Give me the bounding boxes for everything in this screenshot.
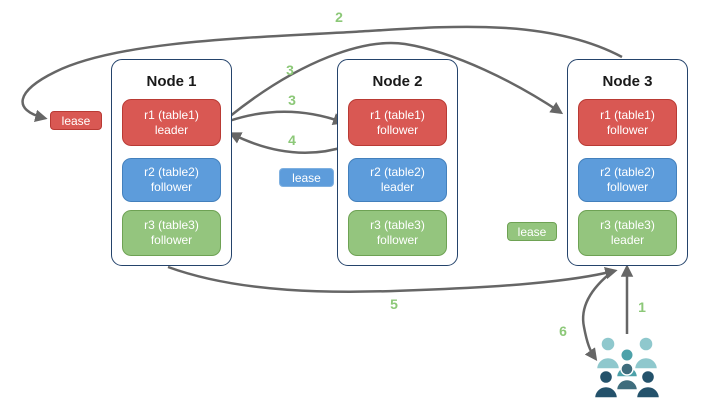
replica-role: follower [376, 233, 419, 247]
arrow-step2-node3-to-lease1 [21, 25, 623, 122]
replica-role: follower [606, 122, 649, 137]
node-3-replica-r1: r1 (table1) follower [578, 99, 677, 146]
node-2-replica-r2: r2 (table2) leader [348, 158, 447, 202]
node-2-title: Node 2 [372, 73, 423, 90]
step-label-6: 6 [559, 323, 567, 339]
step-label-5: 5 [390, 296, 398, 312]
step-label-1: 1 [638, 299, 646, 315]
replica-role: follower [150, 180, 193, 194]
replica-role: follower [150, 233, 193, 247]
node-1-replica-r1: r1 (table1) leader [122, 99, 221, 146]
step-label-3a: 3 [286, 62, 294, 78]
lease-badge-r2: lease [279, 168, 334, 187]
node-3-replica-r2: r2 (table2) follower [578, 158, 677, 202]
node-3-title: Node 3 [602, 73, 653, 90]
lease-badge-r1: lease [50, 111, 102, 130]
replica-name: r3 (table3) [144, 218, 199, 232]
node-1-title: Node 1 [146, 73, 197, 90]
step-label-3b: 3 [288, 92, 296, 108]
replica-role: leader [610, 233, 645, 247]
replica-name: r1 (table1) [370, 107, 425, 122]
arrow-step6-leader-to-users [581, 270, 614, 362]
step-label-2: 2 [335, 9, 343, 25]
arrow-step4-follower-ack-to-leader [228, 132, 348, 154]
node-2: Node 2 r1 (table1) follower r2 (table2) … [337, 59, 458, 266]
node-2-replica-r3: r3 (table3) follower [348, 210, 447, 256]
replica-name: r3 (table3) [370, 218, 425, 232]
arrow-step5-node1-to-node3 [167, 265, 618, 293]
arrow-step3-leader-to-node3-follower [228, 41, 564, 118]
node-3-replica-r3: r3 (table3) leader [578, 210, 677, 256]
replica-name: r2 (table2) [144, 165, 199, 179]
arrow-step3-leader-to-node2-follower [228, 110, 346, 125]
node-1-replica-r3: r3 (table3) follower [122, 210, 221, 256]
users-icon [593, 336, 661, 399]
step-label-4: 4 [288, 132, 296, 148]
node-1-replica-r2: r2 (table2) follower [122, 158, 221, 202]
replica-role: leader [380, 180, 415, 194]
replica-name: r2 (table2) [370, 165, 425, 179]
lease-badge-r3: lease [507, 222, 557, 241]
replica-name: r3 (table3) [600, 218, 655, 232]
node-1: Node 1 r1 (table1) leader r2 (table2) fo… [111, 59, 232, 266]
node-2-replica-r1: r1 (table1) follower [348, 99, 447, 146]
replica-role: follower [376, 122, 419, 137]
replica-name: r1 (table1) [144, 107, 199, 122]
replica-name: r2 (table2) [600, 165, 655, 179]
replica-name: r1 (table1) [600, 107, 655, 122]
node-3: Node 3 r1 (table1) follower r2 (table2) … [567, 59, 688, 266]
replica-role: follower [606, 180, 649, 194]
replica-role: leader [154, 122, 189, 137]
